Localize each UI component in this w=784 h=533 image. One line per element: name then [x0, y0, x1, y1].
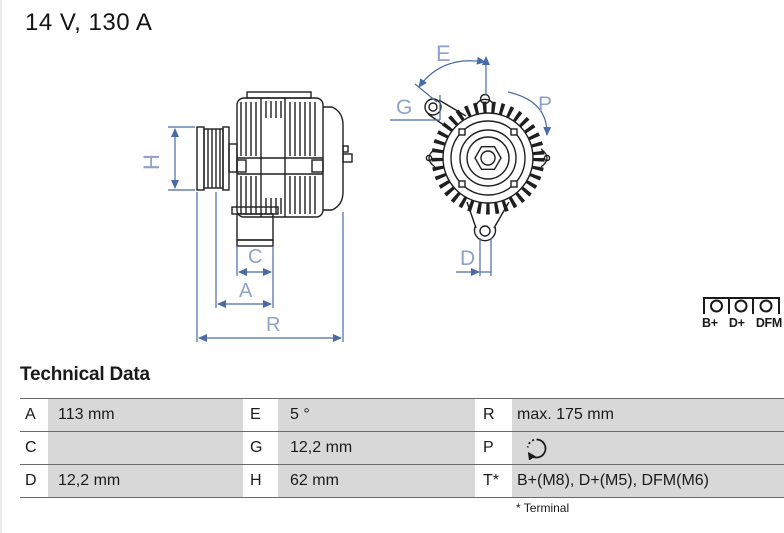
dimension-label-r: R: [266, 314, 280, 336]
terminal-label-bplus: B+: [702, 316, 718, 330]
spec-key: P: [475, 432, 512, 464]
table-row: A 113 mm E 5 ° R max. 175 mm: [20, 399, 784, 432]
spec-key: A: [20, 399, 48, 431]
spec-value: 62 mm: [278, 465, 475, 497]
front-view-outline: [424, 93, 551, 242]
page-edge-strip: [0, 0, 2, 533]
table-row: C G 12,2 mm P: [20, 432, 784, 465]
spec-key: C: [20, 432, 48, 464]
side-view-dimensions: [168, 126, 344, 342]
dimension-label-c: C: [248, 246, 262, 268]
spec-key: T*: [475, 465, 512, 497]
terminal-footnote: * Terminal: [516, 501, 570, 515]
spec-value: max. 175 mm: [512, 399, 784, 431]
table-row: D 12,2 mm H 62 mm T* B+(M8), D+(M5), DFM…: [20, 465, 784, 498]
terminal-label-dplus: D+: [728, 316, 745, 330]
spec-key: R: [475, 399, 512, 431]
terminal-label-dfm: DFM: [755, 316, 782, 330]
spec-value: 113 mm: [48, 399, 243, 431]
dimension-label-g: G: [396, 96, 412, 119]
dimension-label-h: H: [139, 154, 164, 170]
dimension-label-a: A: [239, 280, 253, 302]
terminal-labels: B+ D+ DFM: [702, 316, 782, 330]
spec-value: [48, 432, 243, 464]
dimension-label-e: E: [436, 41, 451, 66]
terminal-connections-icon: [703, 297, 780, 314]
spec-value: 12,2 mm: [278, 432, 475, 464]
dimension-label-d: D: [460, 247, 475, 270]
spec-value: B+(M8), D+(M5), DFM(M6): [512, 465, 784, 497]
spec-value: 12,2 mm: [48, 465, 243, 497]
dimension-label-p: P: [538, 93, 552, 116]
spec-value: 5 °: [278, 399, 475, 431]
front-view-dimensions: [390, 56, 552, 276]
spec-key: G: [243, 432, 278, 464]
alternator-front-view-drawing: E G P D: [390, 41, 552, 276]
alternator-side-view-drawing: H C A R: [139, 91, 353, 342]
side-view-outline: [196, 91, 353, 247]
rating-title: 14 V, 130 A: [25, 9, 153, 36]
section-heading: Technical Data: [20, 364, 150, 385]
technical-data-table: A 113 mm E 5 ° R max. 175 mm C G 12,2 mm…: [20, 398, 784, 498]
spec-key: D: [20, 465, 48, 497]
rotation-direction-icon: [526, 438, 547, 460]
spec-key: E: [243, 399, 278, 431]
spec-value: [512, 432, 784, 464]
spec-key: H: [243, 465, 278, 497]
